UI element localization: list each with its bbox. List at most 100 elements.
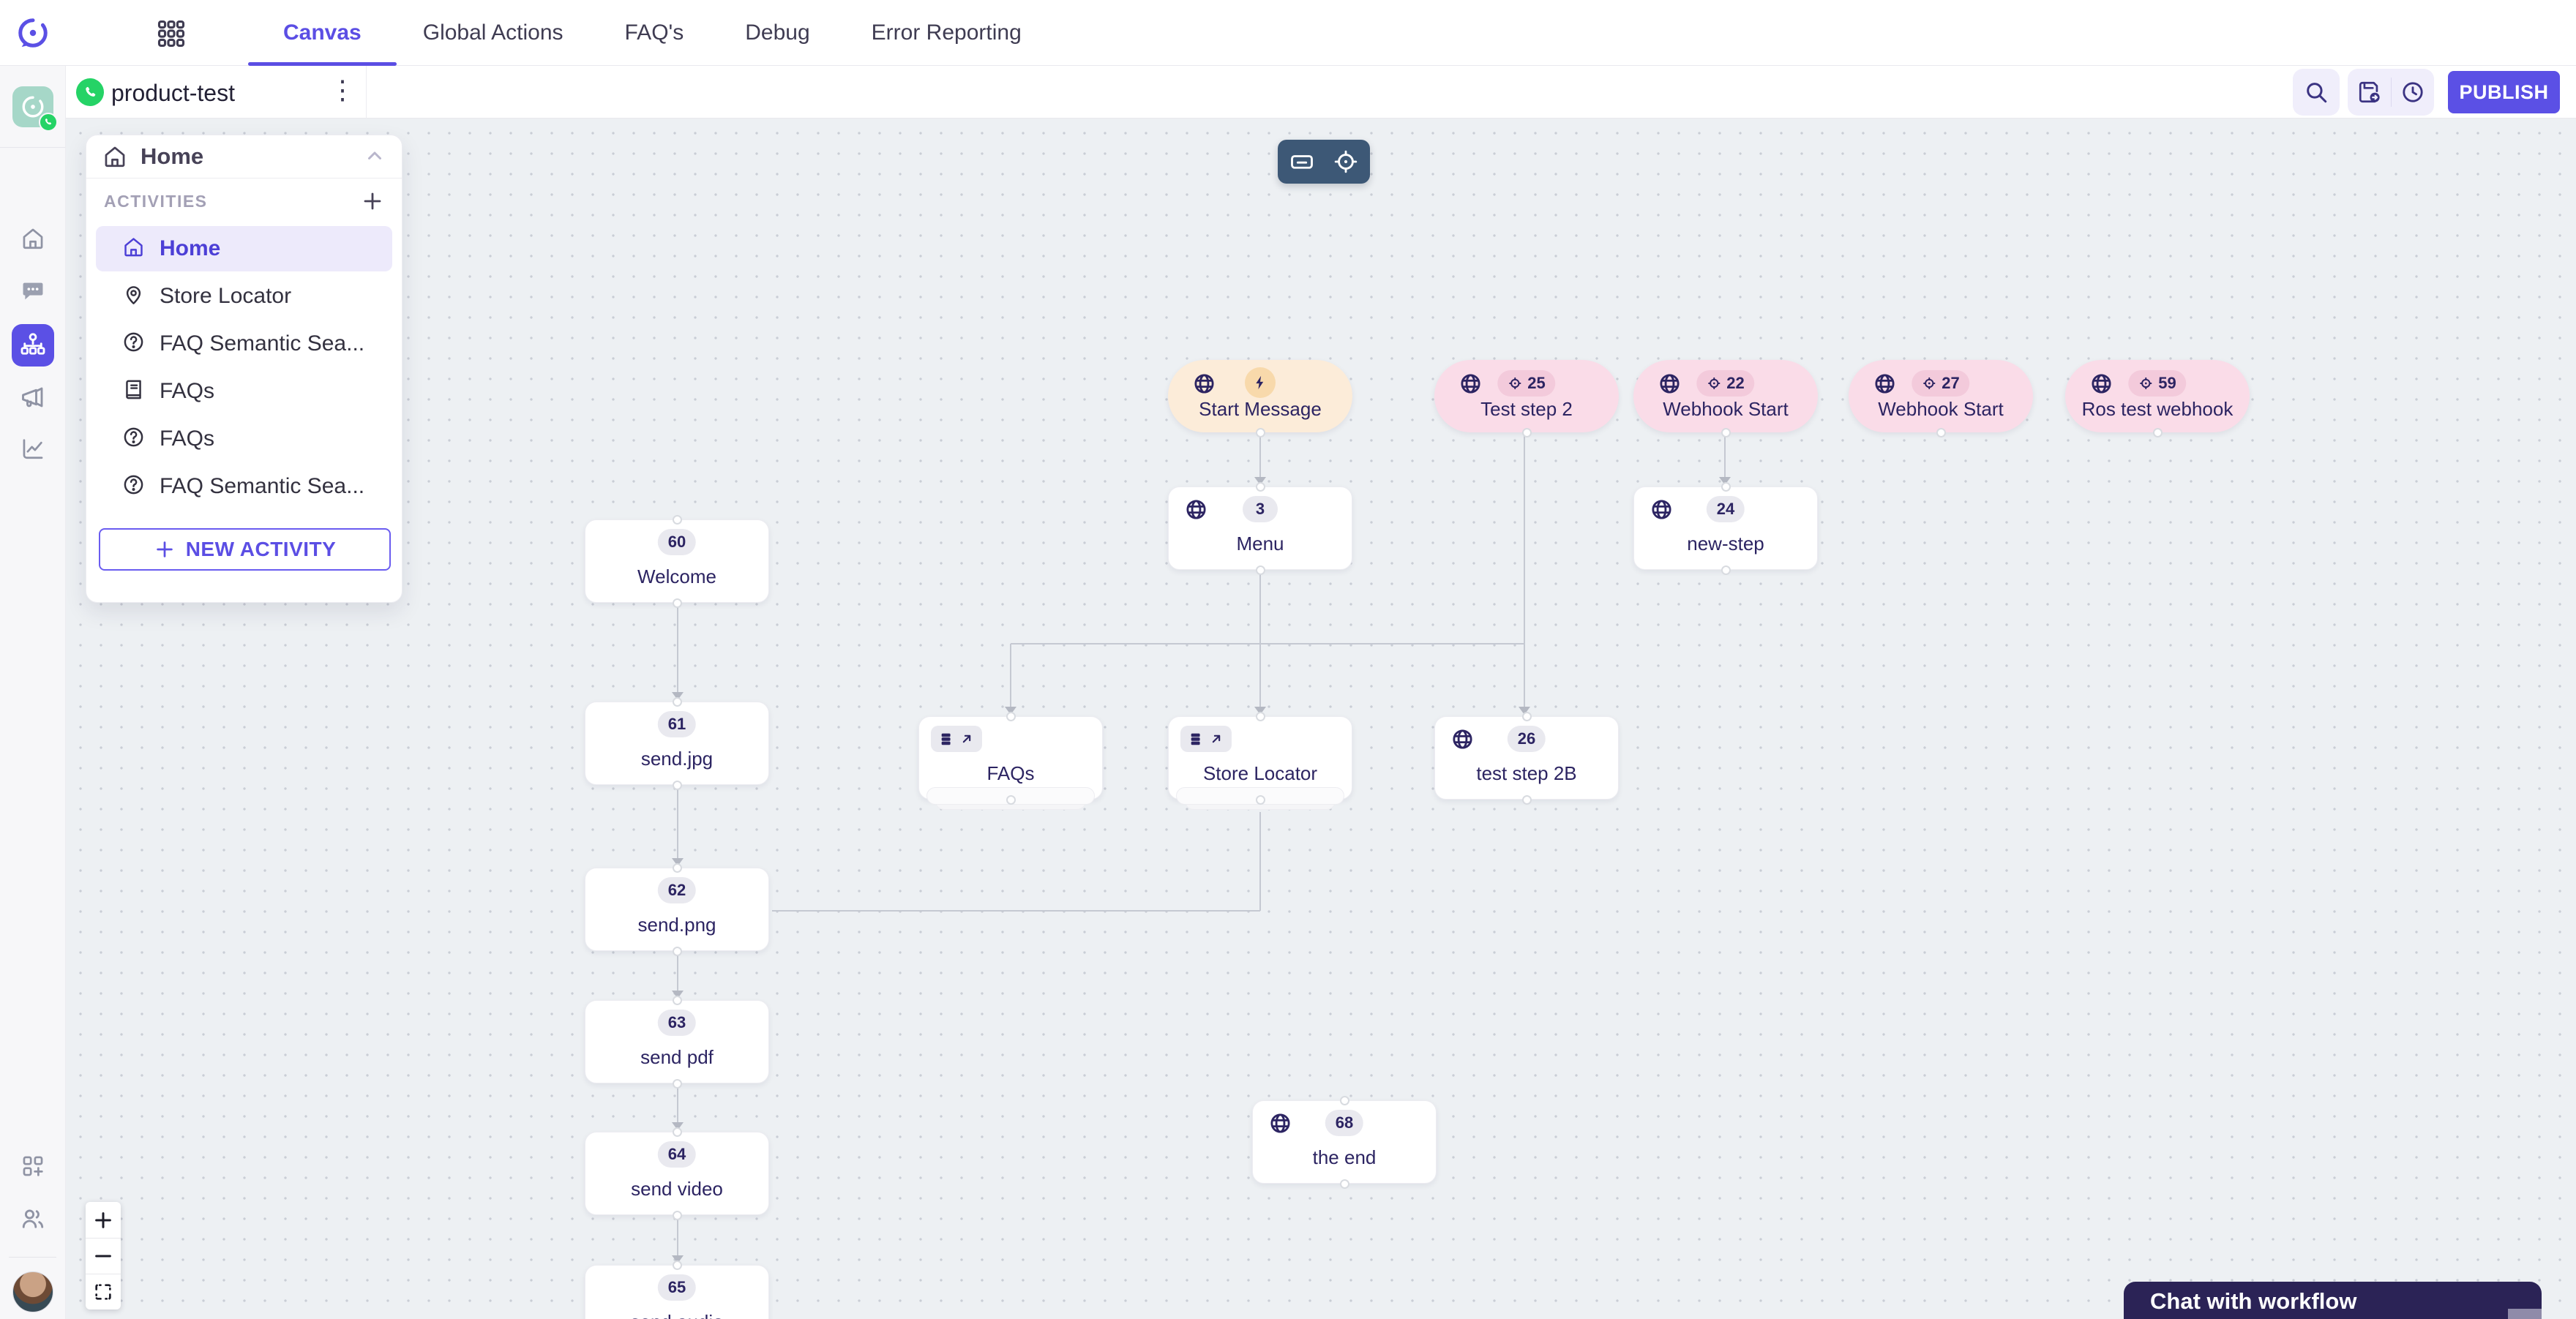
save-version-button[interactable] bbox=[2348, 69, 2391, 116]
canvas-mini-toolbar bbox=[1278, 140, 1370, 184]
user-avatar[interactable] bbox=[12, 1271, 53, 1312]
edge-line bbox=[677, 1087, 678, 1129]
search-button[interactable] bbox=[2293, 69, 2340, 116]
rail-campaigns-icon[interactable] bbox=[19, 383, 47, 411]
connection-port[interactable] bbox=[1521, 427, 1532, 437]
tab-debug[interactable]: Debug bbox=[745, 20, 810, 45]
connection-port[interactable] bbox=[672, 780, 682, 790]
activity-item-store-locator[interactable]: Store Locator bbox=[96, 274, 392, 319]
connection-port[interactable] bbox=[672, 1078, 682, 1089]
connection-port[interactable] bbox=[1721, 565, 1731, 575]
pin-icon bbox=[122, 283, 145, 309]
edge-arrowhead bbox=[1254, 477, 1266, 485]
edge-line bbox=[1259, 432, 1261, 484]
rail-analytics-icon[interactable] bbox=[19, 435, 47, 462]
connection-port[interactable] bbox=[1721, 481, 1731, 492]
connection-port[interactable] bbox=[1255, 565, 1265, 575]
node-label: Welcome bbox=[637, 565, 716, 587]
connection-port[interactable] bbox=[1006, 794, 1016, 805]
connection-port[interactable] bbox=[672, 696, 682, 707]
question-icon bbox=[122, 331, 145, 357]
node-start-message[interactable]: Start Message bbox=[1168, 360, 1352, 432]
activity-item-label: FAQ Semantic Sea... bbox=[160, 474, 365, 498]
zoom-out-button[interactable] bbox=[86, 1238, 121, 1274]
add-activity-plus-icon[interactable] bbox=[361, 189, 384, 213]
edge-line bbox=[1011, 643, 1524, 645]
activity-item-faq-semantic-sea-[interactable]: FAQ Semantic Sea... bbox=[96, 464, 392, 509]
connection-port[interactable] bbox=[672, 1127, 682, 1137]
lightning-icon bbox=[1256, 375, 1264, 390]
step-number-badge: 61 bbox=[657, 711, 697, 737]
connection-port[interactable] bbox=[672, 598, 682, 608]
zoom-in-button[interactable] bbox=[86, 1202, 121, 1238]
connection-port[interactable] bbox=[1521, 711, 1532, 721]
panel-header[interactable]: Home bbox=[86, 135, 402, 178]
whatsapp-channel-icon bbox=[76, 78, 104, 106]
tab-error-reporting[interactable]: Error Reporting bbox=[871, 20, 1022, 45]
node-send-audio[interactable]: 65send audio bbox=[585, 1265, 769, 1319]
connection-port[interactable] bbox=[1721, 427, 1731, 437]
connection-port[interactable] bbox=[1339, 1095, 1349, 1105]
apps-grid-icon[interactable] bbox=[155, 18, 187, 50]
tab-global-actions[interactable]: Global Actions bbox=[422, 20, 564, 45]
activity-item-home[interactable]: Home bbox=[96, 226, 392, 271]
fit-view-button[interactable] bbox=[86, 1274, 121, 1309]
connection-port[interactable] bbox=[672, 946, 682, 956]
new-activity-button[interactable]: NEW ACTIVITY bbox=[99, 528, 391, 571]
connection-port[interactable] bbox=[1255, 711, 1265, 721]
node-label: the end bbox=[1312, 1146, 1377, 1168]
chevron-up-icon[interactable] bbox=[364, 146, 386, 168]
connection-port[interactable] bbox=[672, 863, 682, 873]
node-label: new-step bbox=[1687, 533, 1764, 555]
keyboard-shortcuts-icon[interactable] bbox=[1289, 149, 1315, 175]
edge-line bbox=[677, 603, 678, 699]
connection-port[interactable] bbox=[1006, 711, 1016, 721]
activity-item-label: Store Locator bbox=[160, 284, 292, 308]
activity-item-faq-semantic-sea-[interactable]: FAQ Semantic Sea... bbox=[96, 321, 392, 367]
edge-line bbox=[677, 1219, 678, 1262]
connection-port[interactable] bbox=[1339, 1179, 1349, 1189]
connection-port[interactable] bbox=[672, 514, 682, 525]
connection-port[interactable] bbox=[2152, 427, 2163, 437]
activity-item-faqs[interactable]: FAQs bbox=[96, 369, 392, 414]
rail-chats-icon[interactable] bbox=[19, 277, 47, 305]
connection-port[interactable] bbox=[1255, 481, 1265, 492]
rail-home-icon[interactable] bbox=[19, 225, 47, 252]
rail-team-icon[interactable] bbox=[19, 1205, 47, 1233]
tab-canvas[interactable]: Canvas bbox=[248, 0, 397, 66]
version-history-button[interactable] bbox=[2392, 69, 2434, 116]
connection-port[interactable] bbox=[1521, 794, 1532, 805]
rail-workflows-icon[interactable] bbox=[11, 324, 54, 367]
connection-port[interactable] bbox=[672, 995, 682, 1005]
connection-port[interactable] bbox=[1936, 427, 1946, 437]
node-faqs-activity[interactable]: FAQs bbox=[918, 716, 1103, 810]
connection-port[interactable] bbox=[672, 1260, 682, 1270]
activity-item-faqs[interactable]: FAQs bbox=[96, 416, 392, 462]
recenter-crosshair-icon[interactable] bbox=[1333, 149, 1359, 175]
chat-with-workflow-bar[interactable]: Chat with workflow bbox=[2124, 1282, 2542, 1319]
connection-port[interactable] bbox=[672, 1210, 682, 1220]
node-store-locator-activity[interactable]: Store Locator bbox=[1168, 716, 1352, 810]
workflow-name[interactable]: product-test bbox=[111, 80, 235, 106]
publish-button[interactable]: PUBLISH bbox=[2448, 71, 2560, 113]
workflow-menu-kebab-icon[interactable]: ⋮ bbox=[329, 75, 356, 105]
connection-port[interactable] bbox=[1255, 427, 1265, 437]
connection-port[interactable] bbox=[1255, 794, 1265, 805]
tab-faq-s[interactable]: FAQ's bbox=[624, 20, 684, 45]
bot-avatar[interactable] bbox=[12, 86, 58, 132]
rail-integrations-icon[interactable] bbox=[19, 1152, 47, 1180]
